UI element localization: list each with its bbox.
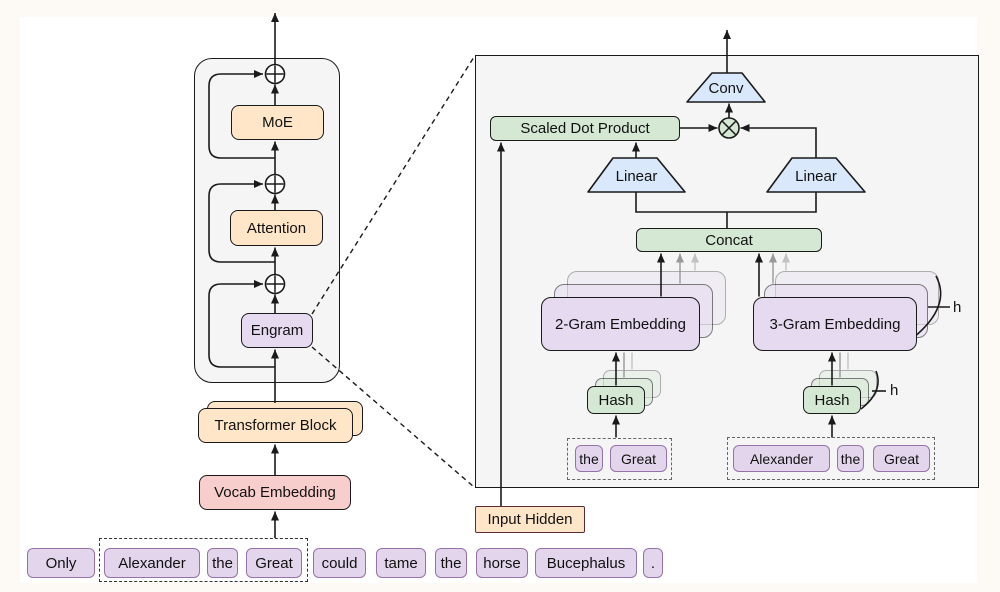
attention-label: Attention <box>246 219 307 237</box>
moe-box: MoE <box>231 105 324 140</box>
transformer-block-box: Transformer Block <box>198 408 353 443</box>
two-gram-embedding-box: 2-Gram Embedding <box>541 297 700 351</box>
trigram-token: Alexander <box>733 445 830 472</box>
scaled-dot-product-label: Scaled Dot Product <box>520 120 650 137</box>
engram-box: Engram <box>241 313 313 348</box>
hash-left-label: Hash <box>598 391 634 409</box>
sentence-token: Only <box>27 548 95 578</box>
bigram-token: Great <box>610 445 667 472</box>
linear-left-label: Linear <box>615 167 658 185</box>
sentence-token: the <box>435 548 467 578</box>
concat-box: Concat <box>636 228 822 252</box>
trigram-token: the <box>837 445 864 472</box>
vocab-embedding-box: Vocab Embedding <box>199 475 351 510</box>
vocab-embedding-label: Vocab Embedding <box>214 484 336 501</box>
linear-right-label: Linear <box>795 167 837 185</box>
scaled-dot-product-box: Scaled Dot Product <box>490 116 680 141</box>
input-hidden-box: Input Hidden <box>475 506 585 533</box>
hash-left-box: Hash <box>587 386 645 414</box>
sentence-token: tame <box>376 548 426 578</box>
three-gram-embedding-box: 3-Gram Embedding <box>753 297 917 351</box>
two-gram-label: 2-Gram Embedding <box>555 315 686 333</box>
moe-label: MoE <box>262 114 293 131</box>
trigram-dashed-box <box>727 437 935 480</box>
num-heads-label-hash: h <box>890 382 899 399</box>
conv-label: Conv <box>708 79 744 97</box>
bigram-dashed-box <box>567 438 672 480</box>
hash-right-label: Hash <box>814 391 850 409</box>
sentence-token: Bucephalus <box>535 548 637 578</box>
sentence-token: Alexander <box>104 548 200 578</box>
trigram-span-dashed-box <box>99 538 308 582</box>
sentence-token: the <box>207 548 238 578</box>
num-heads-label-embeddings: h <box>953 299 962 316</box>
bigram-token: the <box>575 445 603 472</box>
transformer-block-label: Transformer Block <box>214 417 337 434</box>
input-hidden-label: Input Hidden <box>487 511 573 528</box>
engram-label: Engram <box>250 322 304 339</box>
attention-box: Attention <box>230 210 323 246</box>
three-gram-label: 3-Gram Embedding <box>769 315 901 333</box>
hash-right-box: Hash <box>803 386 861 414</box>
sentence-token: . <box>643 548 663 578</box>
trigram-token: Great <box>873 445 930 472</box>
sentence-token: horse <box>476 548 528 578</box>
sentence-token: Great <box>246 548 302 578</box>
concat-label: Concat <box>705 231 753 249</box>
sentence-token: could <box>313 548 366 578</box>
